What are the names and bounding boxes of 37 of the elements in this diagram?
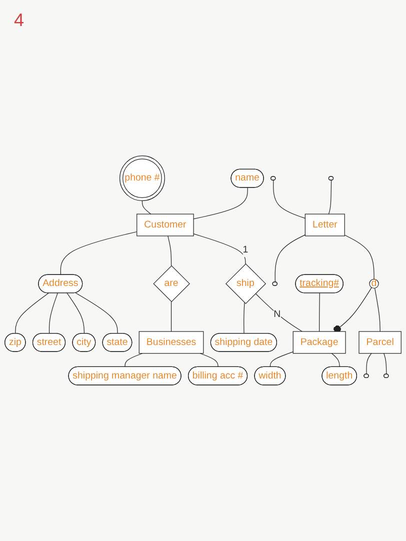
- edge-label: 1: [242, 244, 248, 255]
- edge-label: N: [274, 309, 281, 320]
- node-diamond: ship: [226, 264, 266, 304]
- connector: [75, 292, 118, 334]
- connector: [124, 353, 143, 368]
- connector: [193, 234, 246, 264]
- page-number: 4: [14, 10, 24, 31]
- node-circle: phone #: [120, 156, 165, 202]
- connector: [334, 287, 372, 333]
- connector: [344, 234, 374, 280]
- connector: [200, 353, 218, 368]
- connector: [142, 200, 152, 214]
- connector: [366, 353, 372, 375]
- connector: [319, 292, 320, 332]
- connector: [244, 302, 245, 334]
- connector: [48, 292, 58, 334]
- connector: [15, 292, 49, 334]
- connector: [193, 187, 248, 220]
- node-box: Parcel: [358, 331, 402, 354]
- connector: [270, 352, 294, 368]
- connector: [273, 180, 306, 219]
- node-box: Package: [292, 331, 346, 354]
- connector: [170, 301, 172, 332]
- connector: [60, 232, 138, 276]
- connector: [66, 292, 85, 334]
- node-box: Customer: [136, 214, 194, 236]
- node-circle: d: [369, 278, 379, 289]
- node-box: Letter: [304, 214, 345, 236]
- node-diamond: are: [153, 265, 190, 302]
- connector: [168, 236, 172, 266]
- connector: [374, 288, 380, 332]
- connector: [255, 293, 302, 332]
- connector: [274, 234, 306, 283]
- connector: [328, 180, 332, 214]
- connector: [331, 353, 340, 368]
- node-box: Businesses: [138, 331, 204, 354]
- connector: [384, 353, 387, 375]
